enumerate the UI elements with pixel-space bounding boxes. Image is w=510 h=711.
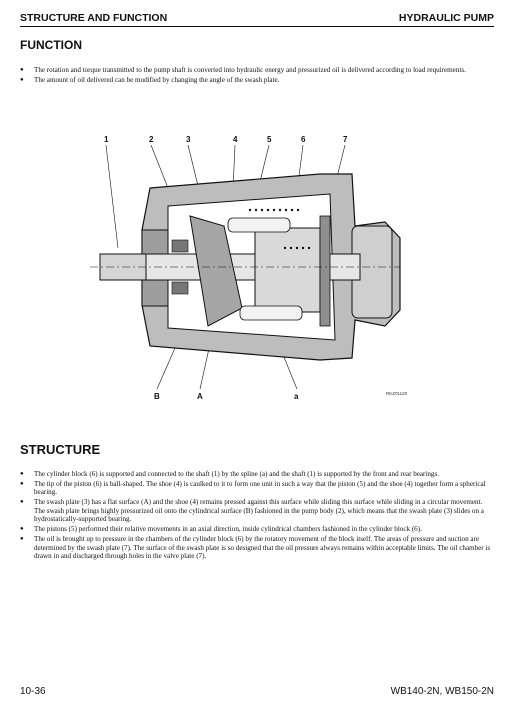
model-label: WB140-2N, WB150-2N	[390, 686, 494, 697]
function-heading: FUNCTION	[20, 38, 82, 52]
callout-5: 5	[267, 135, 272, 144]
function-list: The rotation and torque transmitted to t…	[20, 66, 494, 86]
list-item: The swash plate (3) has a flat surface (…	[20, 498, 494, 524]
callout-2: 2	[149, 135, 154, 144]
page-header: STRUCTURE AND FUNCTION HYDRAULIC PUMP	[20, 12, 494, 27]
figure-code: RKZ01120	[386, 391, 408, 396]
callout-1: 1	[104, 135, 109, 144]
hydraulic-pump-cross-section: 1 2 3 4 5 6 7 B A a RKZ01120	[90, 135, 408, 401]
callout-3: 3	[186, 135, 191, 144]
callout-a: a	[294, 392, 299, 401]
list-item: The tip of the piston (6) is ball-shaped…	[20, 480, 494, 497]
list-item: The amount of oil delivered can be modif…	[20, 76, 494, 85]
list-item: The rotation and torque transmitted to t…	[20, 66, 494, 75]
callout-7: 7	[343, 135, 348, 144]
list-item: The pistons (5) performed their relative…	[20, 525, 494, 534]
callout-A: A	[197, 392, 203, 401]
list-item: The oil is brought up to pressure in the…	[20, 535, 494, 561]
page-number: 10-36	[20, 686, 46, 697]
callout-4: 4	[233, 135, 238, 144]
callout-6: 6	[301, 135, 306, 144]
structure-heading: STRUCTURE	[20, 442, 101, 457]
list-item: The cylinder block (6) is supported and …	[20, 470, 494, 479]
header-section: STRUCTURE AND FUNCTION	[20, 12, 168, 24]
structure-list: The cylinder block (6) is supported and …	[20, 470, 494, 562]
callout-B: B	[154, 392, 160, 401]
header-topic: HYDRAULIC PUMP	[398, 12, 494, 24]
